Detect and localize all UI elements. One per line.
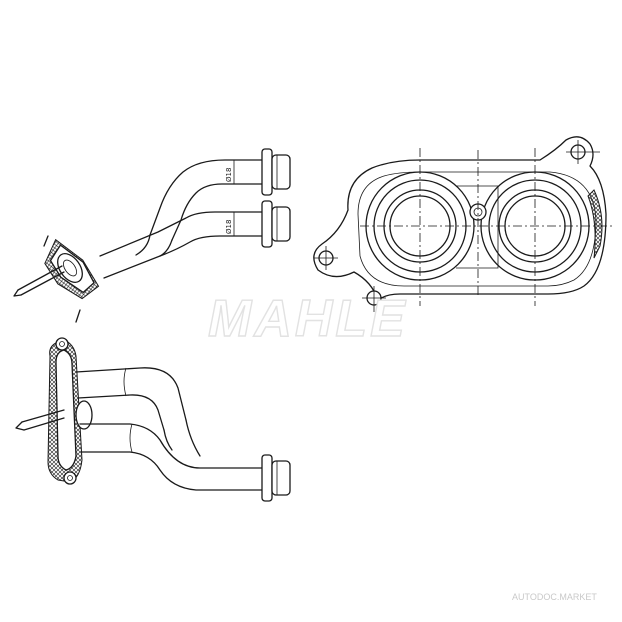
pipe-assembly-lower-view (15, 337, 291, 502)
dimension-label-lower: Ø18 (225, 220, 233, 234)
housing-front-view (313, 136, 612, 312)
brand-watermark: MAHLE (208, 290, 408, 348)
dimension-label-upper: Ø18 (225, 168, 233, 182)
pipe-assembly-side-view: Ø18 Ø18 (13, 148, 291, 323)
site-watermark: AUTODOC.MARKET (512, 592, 597, 602)
